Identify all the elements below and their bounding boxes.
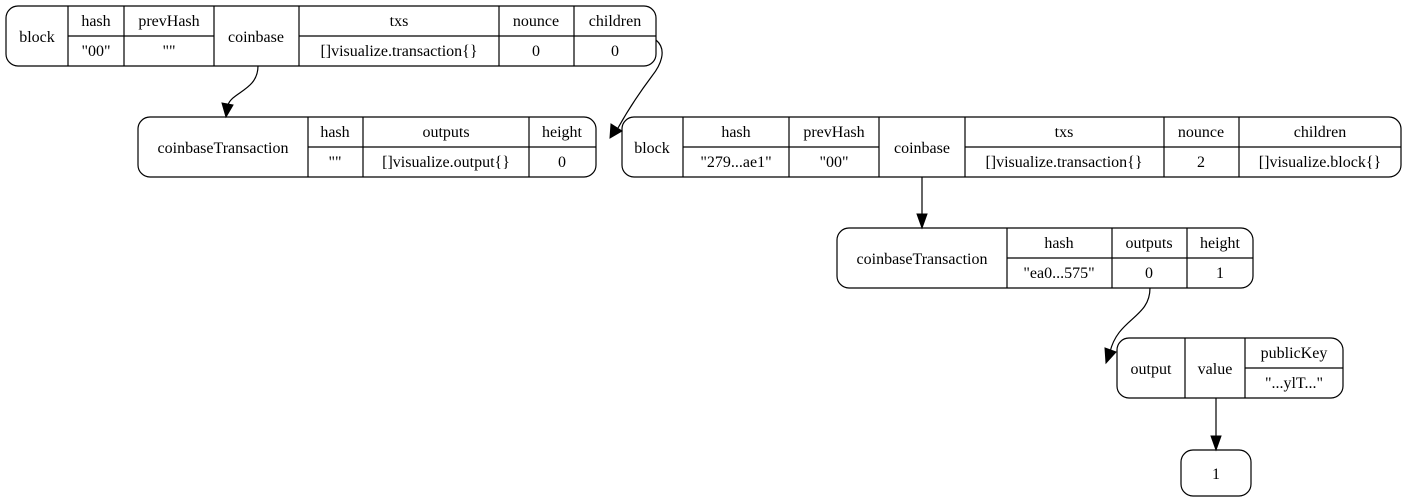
- edge-block-root-to-coinbase-transaction: [227, 65, 259, 106]
- field-label: hash: [721, 124, 750, 141]
- field-label: coinbase: [228, 29, 284, 46]
- coinbase-transaction-node-child: coinbaseTransaction hash "ea0...575" out…: [836, 227, 1254, 289]
- field-value: []visualize.transaction{}: [320, 43, 477, 60]
- field-label: prevHash: [138, 13, 199, 30]
- field-value: "279...ae1": [700, 154, 771, 171]
- field-value: 0: [1145, 265, 1153, 282]
- edge-block-root-to-block-child: [617, 39, 663, 129]
- field-value: "...ylT...": [1265, 375, 1323, 392]
- arrowhead: [1210, 435, 1222, 452]
- node-name: coinbaseTransaction: [857, 251, 988, 268]
- field-value: "00": [819, 154, 848, 171]
- field-label: children: [1294, 124, 1346, 141]
- field-label: children: [589, 13, 641, 30]
- field-value: []visualize.block{}: [1259, 154, 1381, 171]
- block-node-child: block hash "279...ae1" prevHash "00" coi…: [621, 116, 1402, 178]
- field-label: prevHash: [803, 124, 864, 141]
- node-name: coinbaseTransaction: [158, 140, 289, 157]
- field-label: hash: [1044, 235, 1073, 252]
- field-label: hash: [81, 13, 110, 30]
- field-value: 1: [1216, 265, 1224, 282]
- arrowhead: [609, 123, 623, 139]
- field-label: publicKey: [1261, 345, 1328, 362]
- arrowhead: [221, 102, 234, 119]
- field-label: coinbase: [894, 140, 950, 157]
- field-label: height: [1200, 235, 1241, 252]
- field-label: hash: [320, 124, 349, 141]
- edge-coinbase-transaction-to-output: [1109, 287, 1151, 353]
- field-label: nounce: [513, 13, 559, 30]
- coinbase-transaction-node-genesis: coinbaseTransaction hash "" outputs []vi…: [137, 116, 597, 178]
- field-value: "": [162, 43, 175, 60]
- node-name: block: [634, 140, 670, 157]
- field-value: "ea0...575": [1023, 265, 1094, 282]
- field-value: "00": [81, 43, 110, 60]
- node-name: output: [1131, 361, 1172, 378]
- field-label: outputs: [1125, 235, 1172, 252]
- node-name: block: [19, 29, 55, 46]
- block-node-root: block hash "00" prevHash "" coinbase txs…: [5, 5, 657, 67]
- value-leaf-node: 1: [1180, 449, 1252, 497]
- field-label: value: [1198, 361, 1233, 378]
- arrowhead: [1104, 347, 1117, 365]
- field-value: "": [328, 154, 341, 171]
- field-value: 0: [532, 43, 540, 60]
- node-name: 1: [1212, 466, 1220, 483]
- field-label: txs: [1055, 124, 1074, 141]
- arrowhead: [916, 213, 928, 230]
- field-value: 0: [611, 43, 619, 60]
- field-label: nounce: [1178, 124, 1224, 141]
- field-label: outputs: [422, 124, 469, 141]
- field-label: txs: [390, 13, 409, 30]
- field-value: []visualize.output{}: [382, 154, 510, 171]
- field-value: []visualize.transaction{}: [985, 154, 1142, 171]
- output-node: output value publicKey "...ylT...": [1116, 337, 1344, 399]
- edges: [221, 39, 1222, 452]
- field-label: height: [542, 124, 583, 141]
- field-value: 2: [1197, 154, 1205, 171]
- field-value: 0: [558, 154, 566, 171]
